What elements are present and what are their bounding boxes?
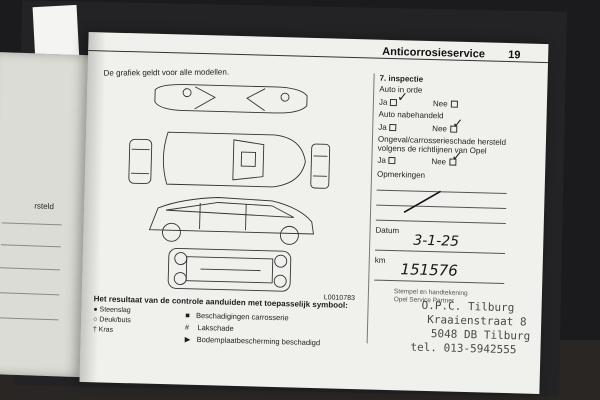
inspection-q2: Auto nabehandeld bbox=[378, 109, 444, 121]
page-number: 19 bbox=[508, 49, 521, 62]
column-divider bbox=[366, 73, 375, 344]
q3-yes: Ja bbox=[377, 156, 396, 165]
car-top-view bbox=[154, 84, 308, 114]
legend-item-2: # Lakschade bbox=[184, 322, 234, 333]
q1-yes: Ja bbox=[379, 98, 398, 107]
km-handwritten: 151576 bbox=[400, 260, 459, 280]
remarks-label: Opmerkingen bbox=[376, 169, 426, 180]
km-line bbox=[374, 279, 505, 285]
inspection-heading: 7. inspectie bbox=[379, 73, 424, 84]
q3-no-check: ✓ bbox=[451, 149, 463, 165]
car-front-view bbox=[128, 138, 153, 185]
car-roof-view bbox=[162, 131, 306, 188]
km-label: km bbox=[374, 255, 386, 265]
legend-title: Het resultaat van de controle aanduiden … bbox=[93, 294, 349, 310]
q1-yes-check: ✓ bbox=[396, 90, 409, 106]
q2-no-check: ✓ bbox=[452, 116, 464, 132]
remarks-slash-stroke bbox=[403, 190, 442, 214]
diagram-note: De grafiek geldt voor alle modellen. bbox=[103, 67, 230, 78]
stamp-line-1: O.P.C. Tilburg bbox=[421, 298, 515, 315]
stamp-line-3: 5048 DB Tilburg bbox=[430, 327, 531, 343]
car-side-view bbox=[148, 197, 314, 245]
date-line bbox=[375, 249, 506, 255]
stamp-line-4: tel. 013-5942555 bbox=[410, 340, 517, 357]
left-page-fragment: rsteld bbox=[34, 201, 55, 212]
date-label: Datum bbox=[375, 225, 400, 236]
legend-small-1: ● Steenslag bbox=[93, 306, 131, 315]
service-booklet-page: Anticorrosieservice 19 De grafiek geldt … bbox=[79, 32, 549, 394]
legend-small-2: ○ Deuk/buts bbox=[93, 316, 131, 325]
car-rear-view bbox=[310, 143, 331, 189]
car-underbody-view bbox=[167, 247, 292, 292]
stamp-line-2: Kraaienstraat 8 bbox=[427, 313, 527, 329]
inspection-q3-line2: volgens de richtlijnen van Opel bbox=[377, 143, 487, 156]
legend-item-1: ■ Beschadigingen carrosserie bbox=[185, 310, 289, 323]
remarks-line-3 bbox=[375, 219, 506, 225]
date-handwritten: 3-1-25 bbox=[413, 232, 460, 250]
car-diagram bbox=[128, 84, 331, 292]
q1-no: Nee bbox=[433, 99, 458, 109]
legend-small-3: † Kras bbox=[92, 326, 114, 334]
legend-item-3: ▶ Bodemplaatbescherming beschadigd bbox=[184, 334, 321, 348]
q2-yes: Ja bbox=[378, 123, 397, 132]
